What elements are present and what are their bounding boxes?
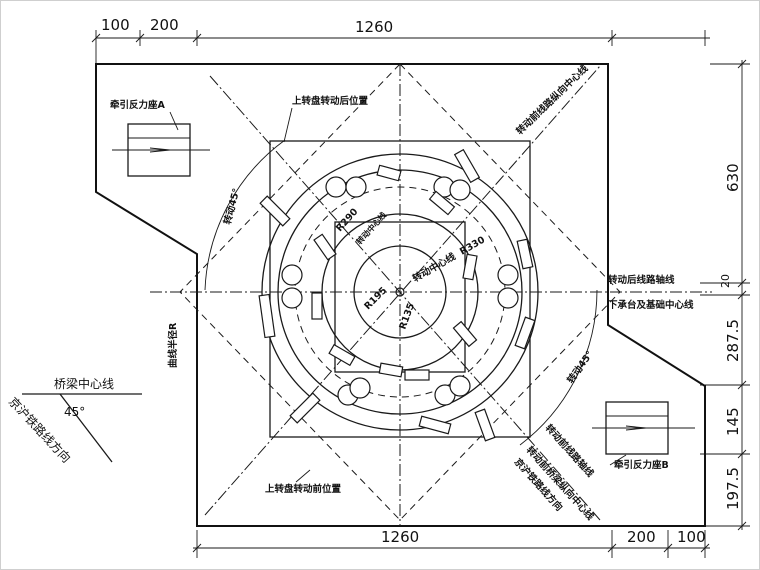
- orientation-inset: 桥梁中心线 45° 京沪铁路线方向: [6, 376, 142, 465]
- label-r290: R290: [334, 206, 361, 234]
- rotation-arc-right: [519, 289, 598, 446]
- diagonal-axis-before: [209, 75, 601, 521]
- label-r330: R330: [458, 234, 487, 257]
- dim-top-1260: 1260: [355, 18, 393, 36]
- right-dimension-chain: 630 20 287.5 145 197.5: [700, 59, 750, 531]
- leader-after-position: [283, 107, 293, 143]
- dim-bottom-200: 200: [627, 528, 656, 546]
- label-base-axis: 下承台及基础中心线: [608, 299, 694, 311]
- label-upper-before: 上转盘转动前位置: [265, 483, 342, 495]
- lower-cap-outline: [95, 63, 706, 527]
- leader-before-position: [295, 469, 311, 483]
- dim-top-200: 200: [150, 16, 179, 34]
- label-curve-radius: 曲线半径R: [167, 322, 179, 368]
- dim-right-287-5: 287.5: [724, 319, 742, 362]
- dim-top-100: 100: [101, 16, 130, 34]
- guide-blocks: [258, 148, 536, 442]
- label-after-axis: 转动后线路轴线: [608, 274, 675, 286]
- dim-right-145: 145: [724, 407, 742, 436]
- top-dimension-chain: 100 200 1260: [91, 16, 710, 70]
- label-upper-after: 上转盘转动后位置: [292, 95, 369, 107]
- label-anchor-b: 牵引反力座B: [614, 459, 669, 471]
- dim-right-20: 20: [719, 274, 732, 288]
- label-pivot-center: 转动中心线: [411, 250, 459, 284]
- dim-bottom-1260: 1260: [381, 528, 419, 546]
- label-pivot-short: 转动中心线: [354, 210, 388, 246]
- bottom-dimension-chain: 1260 200 100: [192, 528, 710, 558]
- anchor-block-b: [592, 401, 695, 455]
- leader-anchor-a: [169, 111, 179, 131]
- label-anchor-a: 牵引反力座A: [110, 99, 166, 111]
- upper-plate-before-rotation: [179, 63, 621, 521]
- dim-right-630: 630: [724, 163, 742, 192]
- dim-bottom-100: 100: [677, 528, 706, 546]
- label-angle-45: 45°: [64, 405, 85, 419]
- label-bridge-center: 桥梁中心线: [54, 376, 114, 391]
- rotation-arc-left: [204, 139, 286, 291]
- dim-right-197-5: 197.5: [724, 467, 742, 510]
- support-wheels: [281, 176, 519, 406]
- label-rotation-left: 转动45°: [221, 187, 242, 226]
- anchor-block-a: [112, 123, 210, 177]
- leader-anchor-b: [609, 454, 627, 466]
- label-r195: R195: [362, 285, 389, 312]
- label-rotation-right: 转动45°: [565, 349, 596, 386]
- label-after-track-center: 转动前线路纵向中心线: [514, 62, 591, 137]
